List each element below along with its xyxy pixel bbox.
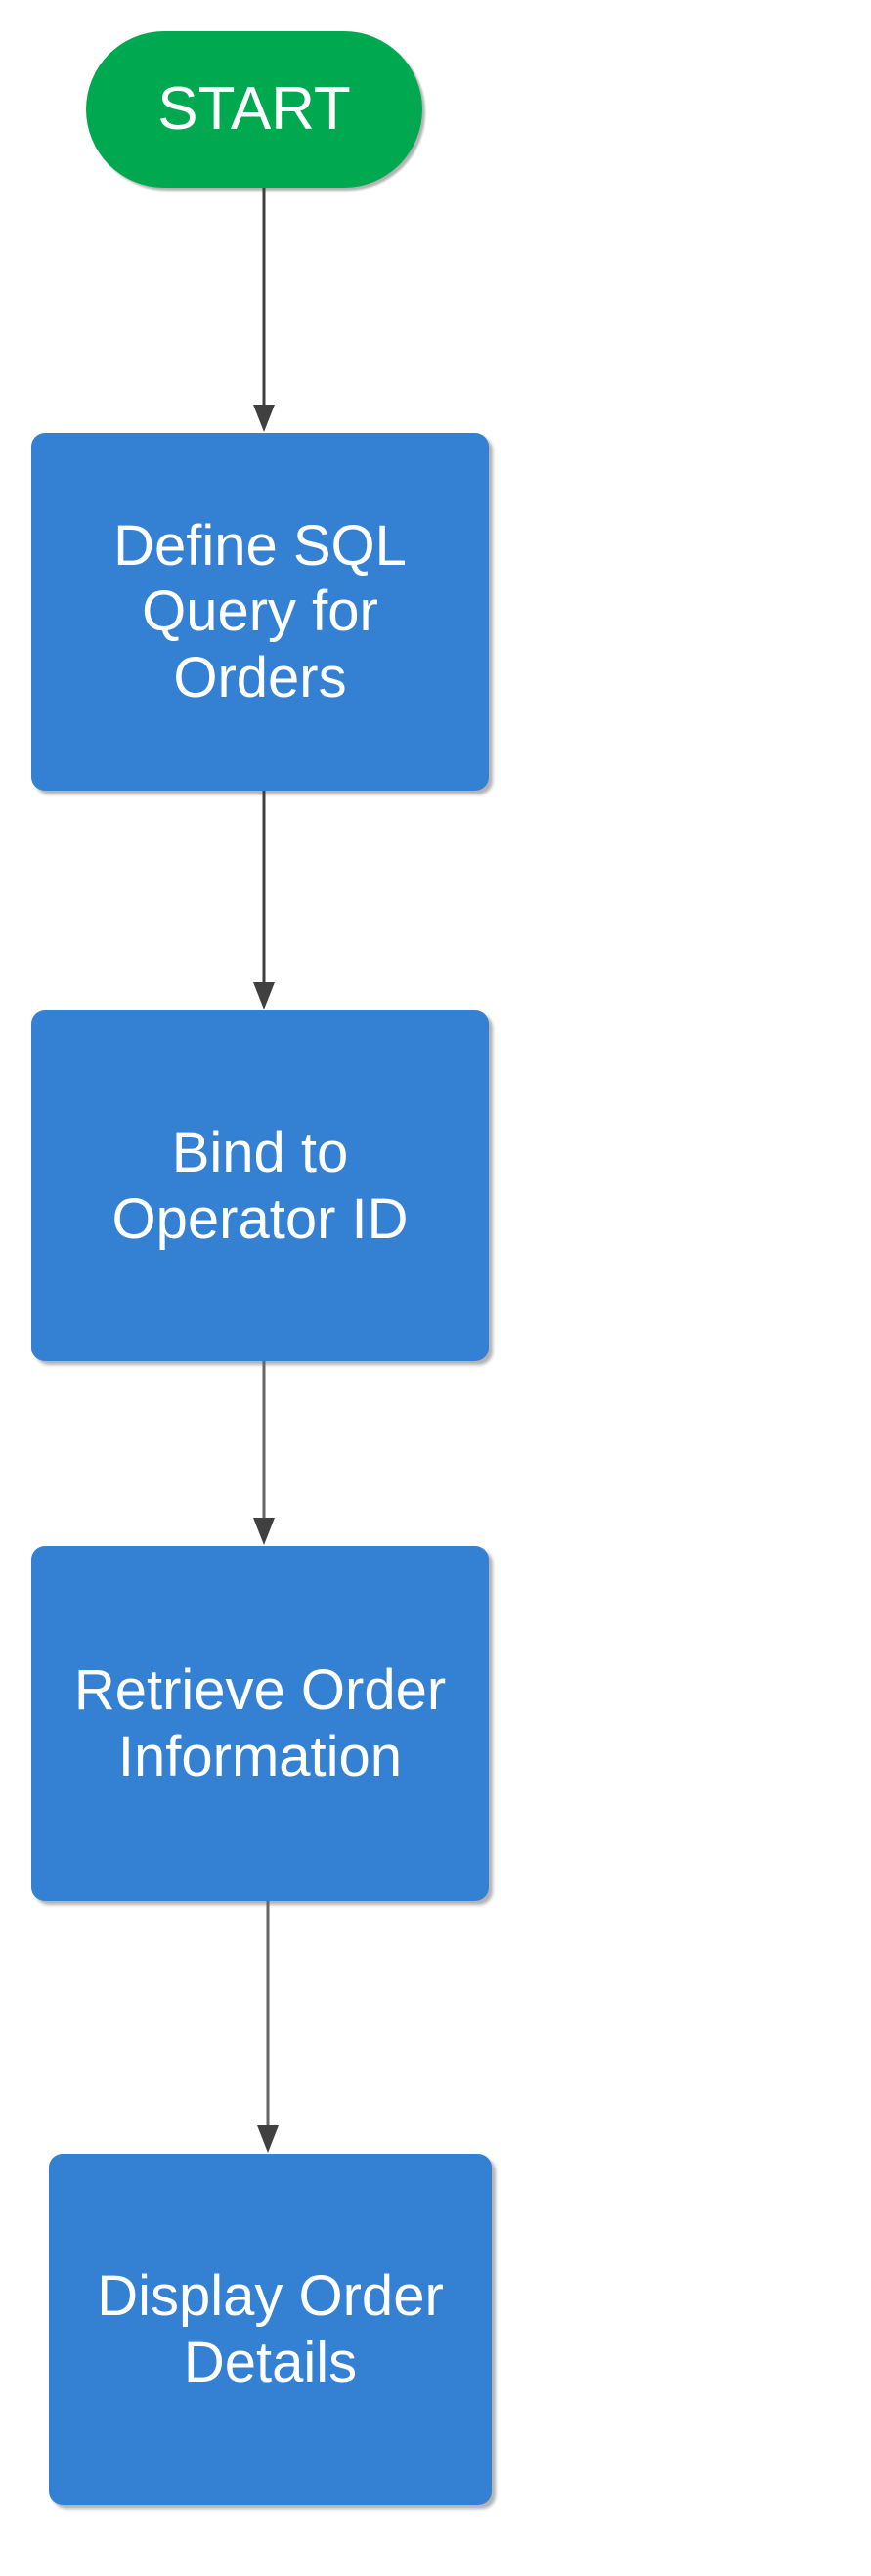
- flow-node-define-sql[interactable]: Define SQL Query for Orders: [31, 433, 489, 791]
- flow-node-start[interactable]: START: [86, 31, 422, 188]
- flow-node-retrieve-order-label: Retrieve Order Information: [73, 1658, 447, 1788]
- flow-edge-start-to-define-sql: [242, 188, 285, 433]
- flow-edge-retrieve-order-to-display-order: [246, 1901, 289, 2154]
- flow-edge-bind-operator-to-retrieve-order: [242, 1361, 285, 1546]
- flow-node-display-order[interactable]: Display Order Details: [49, 2154, 492, 2505]
- arrowhead-triangle-icon: [253, 982, 275, 1009]
- flow-edge-define-sql-to-bind-operator: [242, 791, 285, 1010]
- arrowhead-triangle-icon: [253, 1518, 275, 1545]
- flow-node-retrieve-order[interactable]: Retrieve Order Information: [31, 1546, 489, 1901]
- flow-node-bind-operator[interactable]: Bind to Operator ID: [31, 1010, 489, 1361]
- arrowhead-triangle-icon: [257, 2125, 279, 2153]
- flow-node-bind-operator-label: Bind to Operator ID: [111, 1121, 409, 1251]
- flow-node-define-sql-label: Define SQL Query for Orders: [113, 514, 407, 709]
- flow-node-start-label: START: [157, 75, 351, 144]
- flow-node-display-order-label: Display Order Details: [97, 2264, 444, 2394]
- arrowhead-triangle-icon: [253, 405, 275, 432]
